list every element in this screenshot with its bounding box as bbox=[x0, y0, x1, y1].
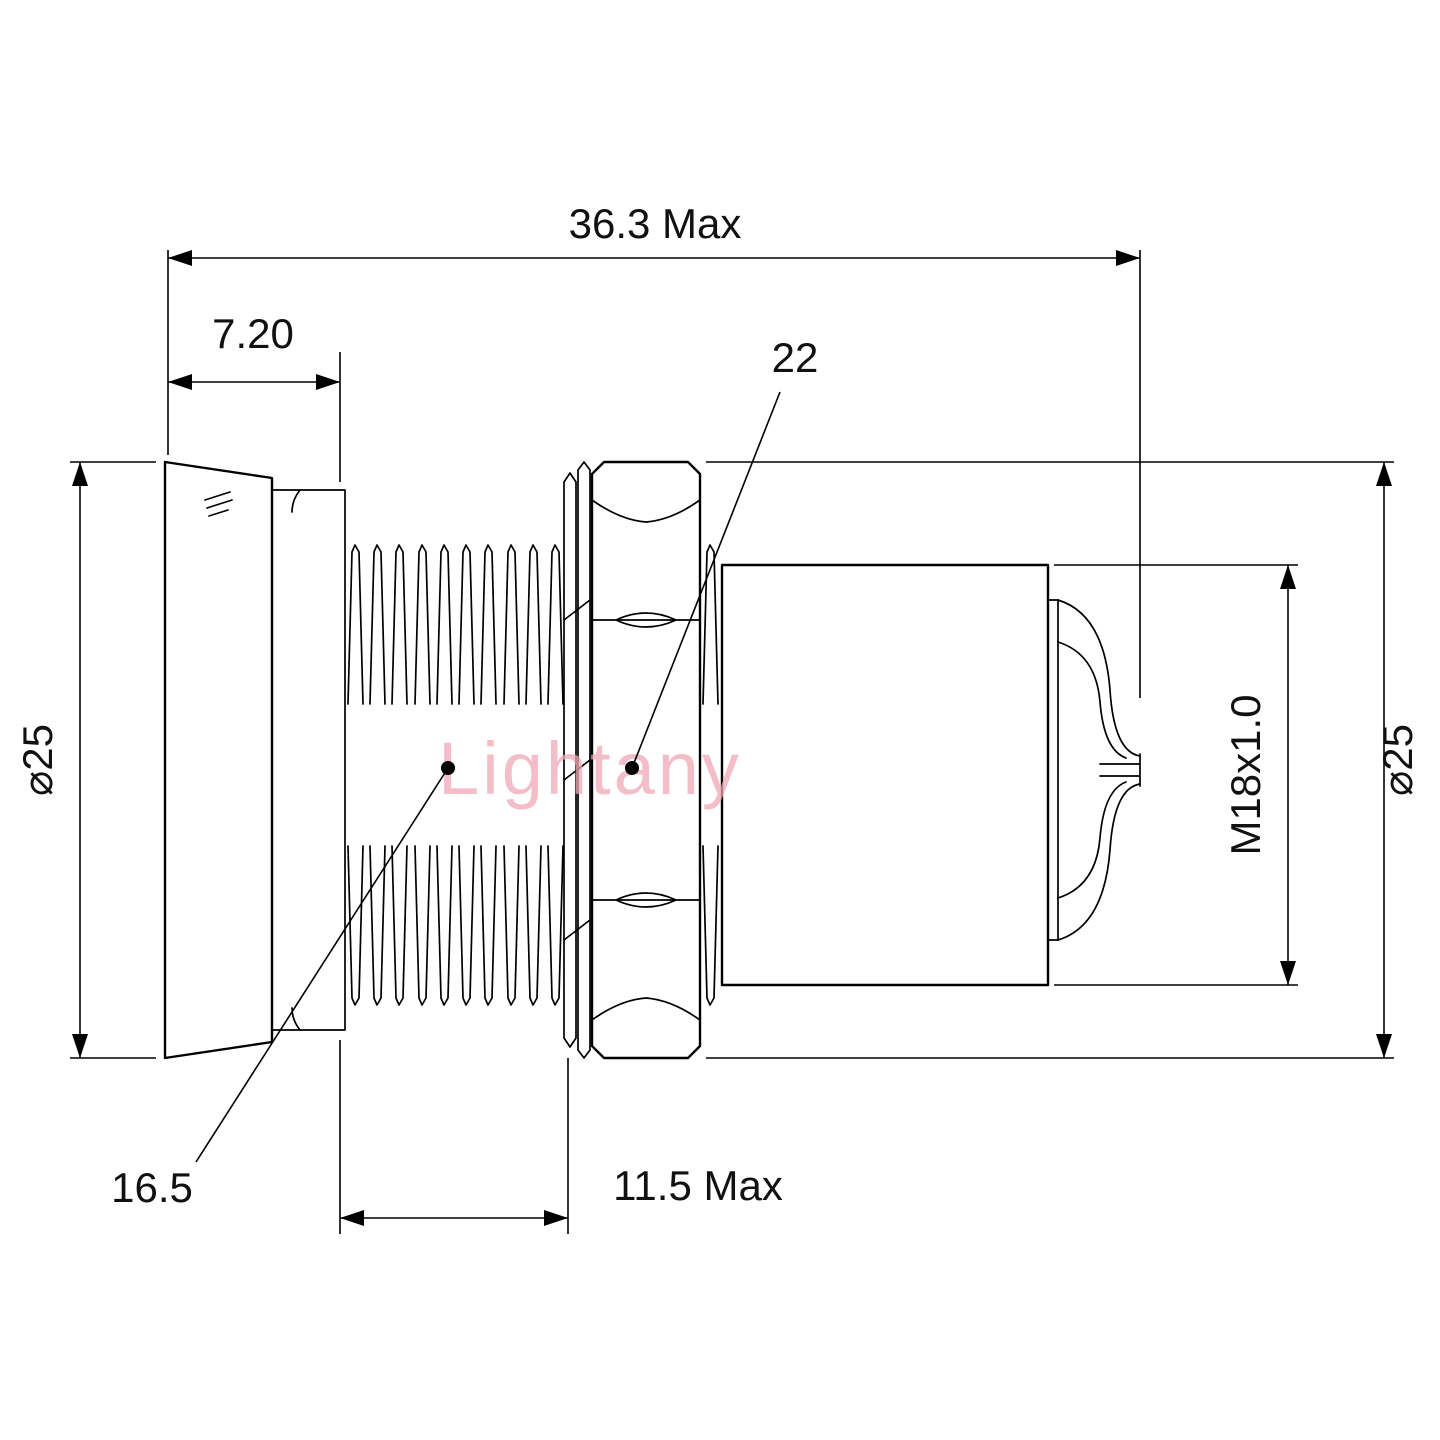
part-front-cap bbox=[163, 460, 346, 1060]
dim-overall-length-label: 36.3 Max bbox=[569, 200, 742, 247]
watermark-text: Lightany bbox=[438, 727, 742, 810]
dimension-thread-length: 11.5 Max bbox=[339, 1040, 783, 1234]
dim-thread-spec-label: M18x1.0 bbox=[1222, 694, 1269, 855]
dimension-front-width: 7.20 bbox=[168, 310, 341, 482]
dimension-diameter-left: ⌀25 bbox=[14, 461, 156, 1059]
part-lock-washer bbox=[563, 461, 591, 1059]
leader-nut-width: 22 bbox=[625, 334, 818, 775]
dimension-thread-spec: M18x1.0 bbox=[1054, 564, 1298, 986]
dim-thread-length-label: 11.5 Max bbox=[613, 1162, 783, 1209]
part-contact-termination bbox=[1057, 599, 1141, 941]
part-hex-nut bbox=[590, 460, 702, 1060]
part-rear-body bbox=[720, 563, 1059, 987]
leader-nut-label: 22 bbox=[772, 334, 819, 381]
dim-front-width-label: 7.20 bbox=[212, 310, 294, 357]
leader-cap-label: 16.5 bbox=[111, 1164, 193, 1211]
dim-diameter-left-label: ⌀25 bbox=[14, 724, 61, 796]
leader-cap-diameter: 16.5 bbox=[111, 761, 455, 1211]
dim-diameter-right-label: ⌀25 bbox=[1374, 724, 1421, 796]
dimension-overall-length: 36.3 Max bbox=[167, 200, 1141, 698]
dimension-diameter-right: ⌀25 bbox=[706, 461, 1421, 1059]
